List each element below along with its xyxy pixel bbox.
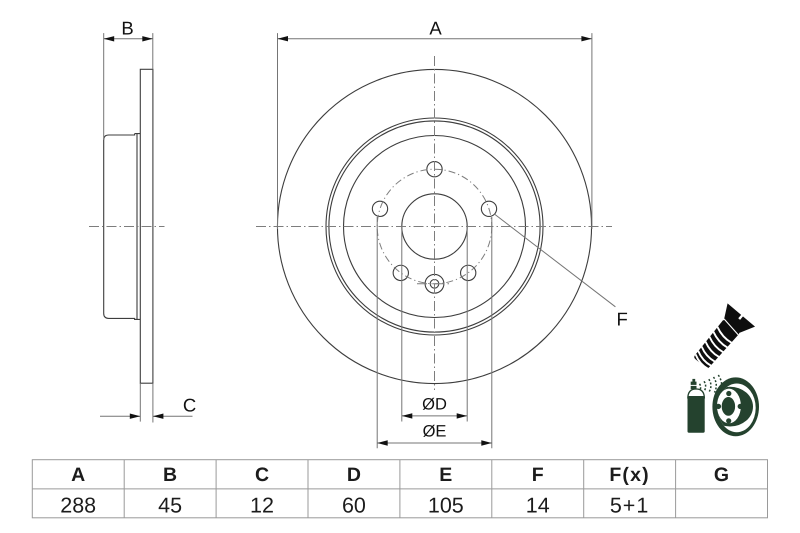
svg-text:105: 105: [428, 494, 464, 518]
svg-text:E: E: [439, 464, 452, 486]
svg-text:ØD: ØD: [422, 396, 447, 414]
svg-text:C: C: [183, 395, 196, 416]
svg-text:B: B: [163, 464, 177, 486]
svg-text:G: G: [714, 464, 729, 486]
svg-text:14: 14: [526, 494, 550, 518]
svg-text:A: A: [71, 464, 85, 486]
svg-text:45: 45: [158, 494, 182, 518]
svg-text:A: A: [429, 18, 442, 39]
svg-text:F: F: [617, 309, 628, 330]
svg-text:288: 288: [60, 494, 96, 518]
svg-text:B: B: [121, 18, 133, 39]
svg-text:12: 12: [250, 494, 274, 518]
svg-text:F: F: [532, 464, 544, 486]
svg-text:60: 60: [342, 494, 366, 518]
svg-text:5+1: 5+1: [610, 494, 649, 518]
svg-text:F(x): F(x): [609, 464, 650, 486]
svg-text:ØE: ØE: [423, 423, 447, 441]
svg-text:D: D: [347, 464, 361, 486]
svg-text:C: C: [255, 464, 269, 486]
